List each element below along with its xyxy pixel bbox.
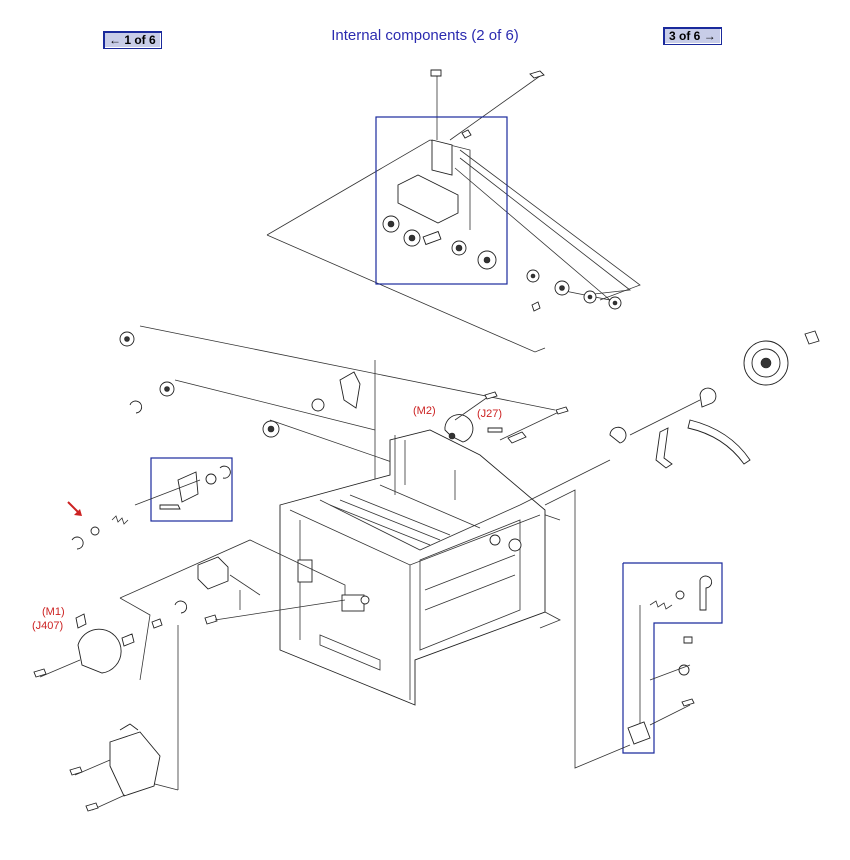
red-arrow-icon <box>67 501 82 516</box>
top-gear-assembly <box>266 69 641 353</box>
callout-m1: (M1) <box>42 606 65 618</box>
callout-j27: (J27) <box>477 408 503 420</box>
right-lower-assembly <box>544 489 723 769</box>
callout-m2: (M2) <box>413 405 436 417</box>
page-title: Internal components (2 of 6) <box>331 27 519 44</box>
next-page-button[interactable]: 3 of 6 → <box>663 27 722 45</box>
prev-page-button[interactable]: ← 1 of 6 <box>103 31 162 49</box>
motor-m2-assembly <box>311 371 569 444</box>
printer-chassis <box>279 429 561 706</box>
callout-j407: (J407) <box>32 620 64 632</box>
left-small-highlight-box <box>150 457 233 522</box>
next-page-label: 3 of 6 <box>669 29 701 43</box>
right-arrow-icon: → <box>703 29 716 43</box>
motor-m1-assembly <box>33 539 346 812</box>
right-lower-highlight-box <box>622 562 723 754</box>
prev-page-label: 1 of 6 <box>124 33 156 47</box>
top-gear-highlight-box <box>375 116 508 285</box>
left-arrow-icon: ← <box>109 33 121 47</box>
right-drive-assembly <box>519 330 820 506</box>
